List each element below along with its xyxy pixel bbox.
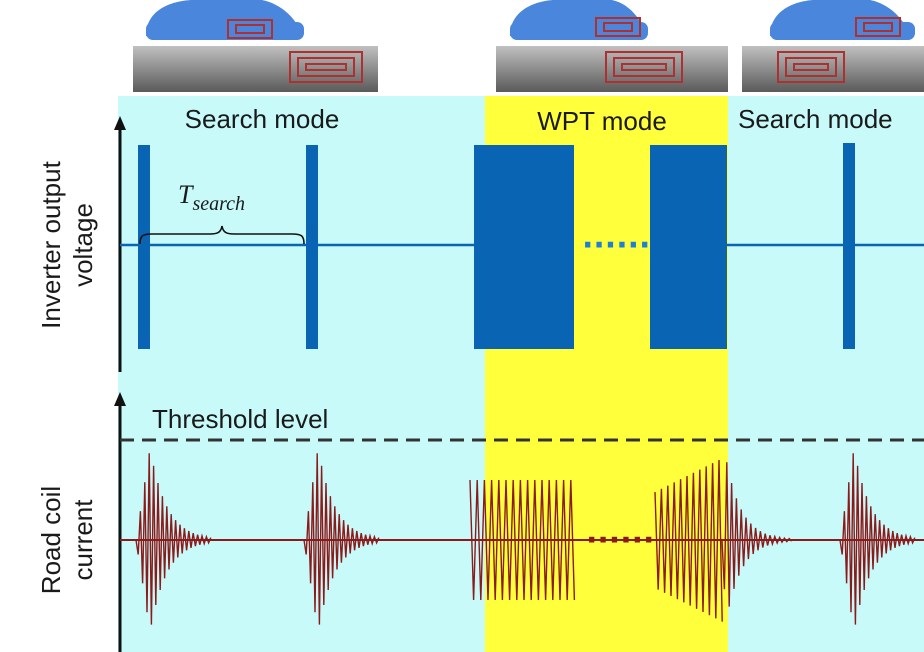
current-ellipsis: ······ [586,523,654,558]
car-icon [770,0,915,40]
current-wpt-block-1 [469,479,576,601]
road-car-illustration-1 [133,0,378,92]
wpt-pulse-block-1 [474,145,574,349]
search-mode-label-right: Search mode [738,104,893,134]
current-burst-4 [839,453,916,625]
bottom-y-axis [114,392,126,652]
road-segment-icon [496,46,728,92]
current-wpt-block-2 [654,459,723,622]
t-search-label: Tsearch [178,180,245,215]
car-icon [510,0,648,40]
road-car-illustration-2 [496,0,728,92]
threshold-label: Threshold level [152,404,328,434]
bottom-ylabel-line1: Road coil [36,486,66,594]
search-mode-region-left [118,96,485,652]
current-burst-2 [303,453,380,625]
top-y-axis [114,116,126,372]
coil-icon [595,17,683,83]
search-pulse-1 [138,145,150,349]
current-burst-1 [135,453,212,625]
road-car-illustration-3 [742,0,924,92]
t-search-brace [139,225,305,245]
search-mode-region-right [728,96,924,652]
coil-icon [227,19,363,83]
search-mode-label-left: Search mode [185,104,340,134]
voltage-ellipsis: ······ [582,228,650,263]
wpt-pulse-block-2 [650,145,727,349]
top-ylabel-line1: Inverter output [36,160,66,328]
wpt-mode-label: WPT mode [537,106,667,136]
search-pulse-3 [843,143,855,349]
current-burst-3 [721,462,793,607]
search-pulse-2 [306,145,318,349]
bottom-ylabel-line2: current [68,499,98,581]
coil-icon [777,17,901,83]
road-segment-icon [742,46,924,92]
top-ylabel-line2: voltage [68,203,98,287]
car-icon [146,0,304,40]
